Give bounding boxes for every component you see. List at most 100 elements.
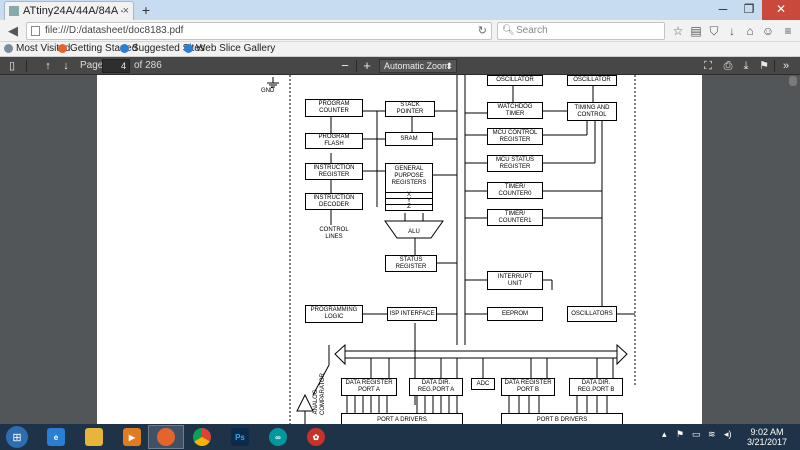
- zoom-out-button[interactable]: −: [341, 58, 349, 73]
- bookmark-label: Suggested Sites: [132, 43, 205, 54]
- bookmark-label: Most Visited: [16, 43, 71, 54]
- taskbar-app-media-player[interactable]: ▶: [114, 425, 150, 449]
- pocket-icon[interactable]: ⛉: [709, 24, 719, 38]
- bookmark-most-visited[interactable]: Most Visited: [4, 43, 70, 54]
- tray-flag-icon[interactable]: ⚑: [676, 429, 685, 439]
- tab-title: ATtiny24A/44A/84A - doc8183...: [23, 5, 123, 17]
- search-icon: 🔍︎: [502, 25, 515, 36]
- maximize-button[interactable]: ❐: [743, 2, 755, 16]
- taskbar-app-firefox[interactable]: [148, 425, 184, 449]
- program-flash-block: PROGRAM FLASH: [305, 133, 363, 149]
- zoom-in-button[interactable]: +: [363, 58, 371, 73]
- download-icon[interactable]: ↓: [729, 24, 735, 38]
- menu-icon[interactable]: ≡: [784, 24, 792, 38]
- pdf-viewer[interactable]: GND PROGRAM COUNTER STACK POINTER PROGRA…: [0, 75, 800, 424]
- scrollbar-thumb[interactable]: [789, 76, 797, 86]
- tray-wifi-icon[interactable]: ≋: [708, 429, 716, 439]
- block-diagram-lines: [267, 75, 636, 424]
- presentation-mode-icon[interactable]: ⛶: [704, 60, 712, 72]
- watchdog-timer-block: WATCHDOG TIMER: [487, 102, 543, 119]
- data-dir-reg-port-a-block: DATA DIR. REG.PORT A: [409, 378, 463, 396]
- download-icon[interactable]: ⤓: [743, 60, 749, 72]
- star-icon[interactable]: ☆: [672, 24, 684, 38]
- previous-page-icon[interactable]: ↑: [45, 60, 51, 72]
- back-button[interactable]: ◀: [8, 23, 18, 38]
- chrome-icon: [193, 428, 211, 446]
- chat-icon[interactable]: ☺: [761, 24, 775, 38]
- page-number-input[interactable]: 4: [102, 59, 130, 73]
- bookmark-web-slice-gallery[interactable]: Web Slice Gallery: [184, 43, 275, 54]
- reload-icon[interactable]: ↻: [477, 25, 487, 37]
- taskbar: ⊞ e ▶ Ps ∞ ✿ ▴ ⚑ ▭ ≋ ◂) 9:02 AM 3/21/201…: [0, 424, 800, 450]
- taskbar-app-arduino[interactable]: ∞: [260, 425, 296, 449]
- ie-icon: e: [47, 428, 65, 446]
- browser-tab[interactable]: ATtiny24A/44A/84A - doc8183... ×: [4, 1, 134, 20]
- page-icon: [31, 26, 40, 36]
- tray-screen-icon[interactable]: ▭: [692, 429, 701, 439]
- gear-icon: [4, 44, 13, 53]
- vertical-scrollbar[interactable]: [786, 75, 800, 424]
- taskbar-app-explorer[interactable]: [76, 425, 112, 449]
- tab-close-icon[interactable]: ×: [122, 5, 129, 17]
- timer-counter1-block: TIMER/ COUNTER1: [487, 209, 543, 226]
- isp-interface-block: ISP INTERFACE: [387, 307, 437, 321]
- url-text: file:///D:/datasheet/doc8183.pdf: [45, 25, 184, 36]
- home-icon[interactable]: ⌂: [746, 24, 754, 38]
- firefox-icon: [58, 44, 67, 53]
- sidebar-toggle-icon[interactable]: ▯: [8, 60, 16, 72]
- system-clock[interactable]: 9:02 AM 3/21/2017: [742, 427, 792, 447]
- port-b-drivers-block: PORT B DRIVERS: [501, 413, 623, 424]
- port-a-drivers-block: PORT A DRIVERS: [341, 413, 463, 424]
- page-label: Page:: [80, 60, 107, 71]
- tools-icon[interactable]: »: [782, 60, 790, 72]
- general-purpose-registers-block: GENERAL PURPOSE REGISTERS: [385, 163, 433, 195]
- tray-network-icon[interactable]: ▴: [662, 429, 667, 439]
- url-bar[interactable]: file:///D:/datasheet/doc8183.pdf ↻: [26, 22, 492, 40]
- pdf-toolbar: ▯ ↑ ↓ Page: 4 of 286 − + Automatic Zoom …: [0, 57, 800, 75]
- pdf-tab-icon: [9, 6, 19, 16]
- search-input[interactable]: 🔍︎ Search: [497, 22, 665, 40]
- media-player-icon: ▶: [123, 428, 141, 446]
- minimize-button[interactable]: ─: [718, 2, 728, 16]
- clock-date: 3/21/2017: [746, 437, 788, 447]
- print-icon[interactable]: ⎙: [723, 60, 733, 72]
- bookmark-view-icon[interactable]: ⚑: [759, 60, 769, 72]
- zoom-select[interactable]: Automatic Zoom ⬍: [379, 59, 457, 73]
- taskbar-app-photoshop[interactable]: Ps: [222, 425, 258, 449]
- timing-and-control-block: TIMING AND CONTROL: [567, 102, 617, 121]
- bookmark-getting-started[interactable]: Getting Started: [58, 43, 137, 54]
- bookmark-suggested-sites[interactable]: Suggested Sites: [120, 43, 205, 54]
- tray-volume-icon[interactable]: ◂): [724, 429, 732, 439]
- interrupt-unit-block: INTERRUPT UNIT: [487, 271, 543, 290]
- mcu-status-register-block: MCU STATUS REGISTER: [487, 155, 543, 172]
- bookmarks-bar: Most Visited Getting Started Suggested S…: [0, 42, 800, 57]
- start-button[interactable]: ⊞: [6, 426, 28, 448]
- taskbar-app-chrome[interactable]: [184, 425, 220, 449]
- app-red-icon: ✿: [307, 428, 325, 446]
- taskbar-app-red[interactable]: ✿: [298, 425, 334, 449]
- ie-icon: [184, 44, 193, 53]
- page-total: of 286: [134, 60, 162, 71]
- data-register-port-a-block: DATA REGISTER PORT A: [341, 378, 397, 396]
- pdf-page: GND PROGRAM COUNTER STACK POINTER PROGRA…: [97, 75, 702, 424]
- reading-list-icon[interactable]: ▤: [690, 24, 702, 38]
- sram-block: SRAM: [385, 132, 433, 146]
- search-placeholder: Search: [516, 25, 548, 36]
- taskbar-app-ie[interactable]: e: [38, 425, 74, 449]
- zoom-value: Automatic Zoom: [384, 61, 450, 71]
- adc-block: ADC: [471, 378, 495, 390]
- eeprom-block: EEPROM: [487, 307, 543, 321]
- program-counter-block: PROGRAM COUNTER: [305, 99, 363, 117]
- timer-counter0-block: TIMER/ COUNTER0: [487, 182, 543, 199]
- stack-pointer-block: STACK POINTER: [385, 101, 435, 117]
- register-z: Z: [385, 204, 433, 211]
- data-register-port-b-block: DATA REGISTER PORT B: [501, 378, 555, 396]
- control-lines-label: CONTROL LINES: [319, 227, 349, 240]
- instruction-register-block: INSTRUCTION REGISTER: [305, 163, 363, 180]
- close-window-button[interactable]: ✕: [762, 0, 800, 20]
- folder-icon: [85, 428, 103, 446]
- next-page-icon[interactable]: ↓: [63, 60, 69, 72]
- gnd-label: GND: [261, 88, 275, 94]
- oscillators-block: OSCILLATORS: [567, 306, 617, 322]
- new-tab-button[interactable]: +: [141, 2, 151, 18]
